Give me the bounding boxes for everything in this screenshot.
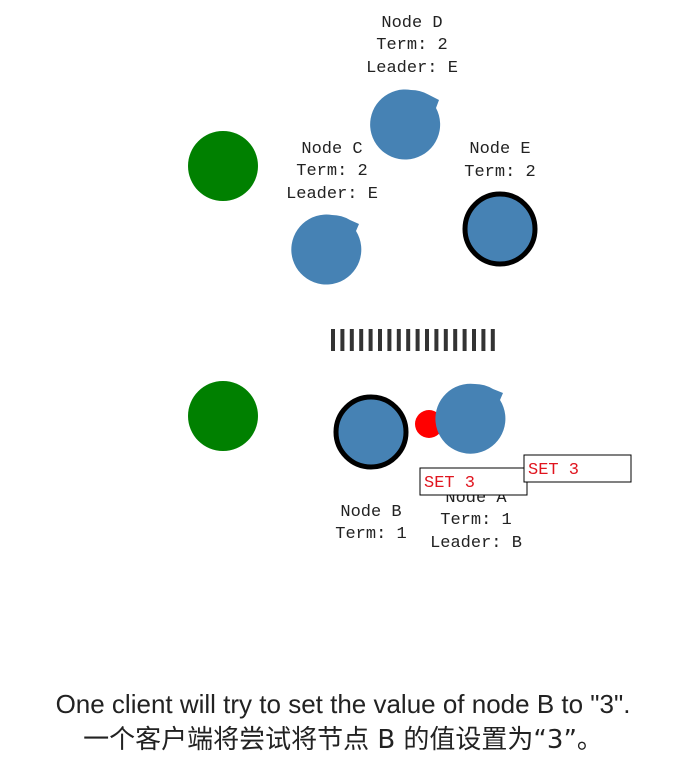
log-entry-2: SET 3 xyxy=(523,454,632,483)
partition-tick xyxy=(340,329,345,351)
node-d-name: Node D xyxy=(381,14,442,33)
node-e-circle xyxy=(462,191,538,267)
node-b-circle xyxy=(333,394,409,470)
partition-tick xyxy=(462,329,467,351)
node-e-name: Node E xyxy=(469,140,530,159)
partition-tick xyxy=(472,329,476,351)
partition-tick xyxy=(406,329,411,351)
partition-tick xyxy=(481,329,486,351)
partition-tick xyxy=(425,329,429,351)
node-b: Node B Term: 1 xyxy=(333,394,409,544)
node-e-term: Term: 2 xyxy=(464,163,535,182)
partition-tick xyxy=(490,329,495,351)
partition-tick xyxy=(443,329,448,351)
caption-english: One client will try to set the value of … xyxy=(55,689,631,719)
node-c-name: Node C xyxy=(301,140,362,159)
log-entry-1-box xyxy=(419,467,528,496)
caption-chinese: 一个客户端将尝试将节点 B 的值设置为“3”。 xyxy=(83,725,603,755)
node-a-leader: Leader: B xyxy=(430,534,522,553)
node-e: Node E Term: 2 xyxy=(462,140,538,267)
partition-tick xyxy=(349,329,354,351)
client-top xyxy=(188,131,258,201)
partition-tick xyxy=(387,329,392,351)
node-a-term: Term: 1 xyxy=(440,511,511,530)
node-c-leader: Leader: E xyxy=(286,185,378,204)
node-c-term: Term: 2 xyxy=(296,162,367,181)
log-entry-1: SET 3 xyxy=(419,467,528,496)
log-entry-2-text: SET 3 xyxy=(528,461,579,480)
node-a-circle xyxy=(435,383,506,454)
node-c: Node C Term: 2 Leader: E xyxy=(286,140,378,285)
node-d: Node D Term: 2 Leader: E xyxy=(366,14,458,160)
log-entry-2-box xyxy=(523,454,632,483)
partition-tick xyxy=(378,329,382,351)
partition-tick xyxy=(434,329,439,351)
network-partition xyxy=(331,329,495,351)
node-b-name: Node B xyxy=(340,503,401,522)
partition-tick xyxy=(331,329,335,351)
client-bottom xyxy=(188,381,258,451)
partition-tick xyxy=(453,329,458,351)
partition-tick xyxy=(415,329,420,351)
partition-tick xyxy=(368,329,373,351)
node-c-circle xyxy=(291,214,362,285)
node-d-circle xyxy=(370,89,441,160)
partition-tick xyxy=(359,329,364,351)
partition-tick xyxy=(396,329,401,351)
node-d-term: Term: 2 xyxy=(376,36,447,55)
node-b-term: Term: 1 xyxy=(335,525,406,544)
node-d-leader: Leader: E xyxy=(366,59,458,78)
log-entry-1-text: SET 3 xyxy=(424,474,475,493)
